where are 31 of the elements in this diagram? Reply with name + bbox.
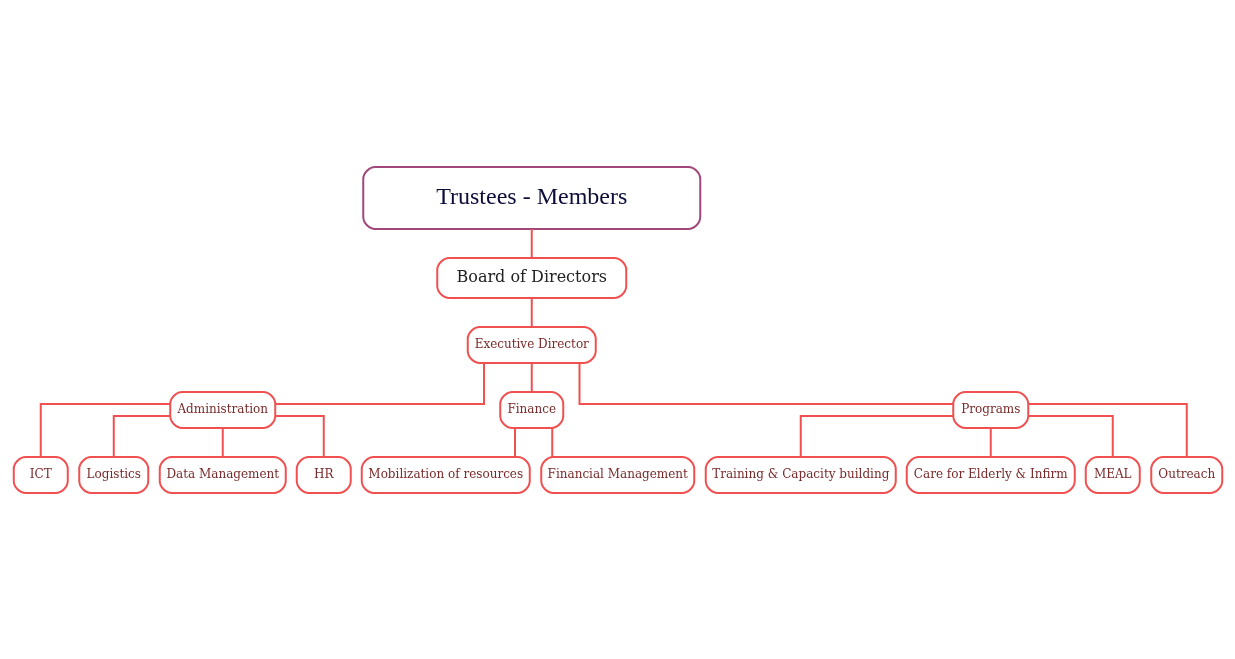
node-box: Finance	[498, 390, 564, 429]
node-box: Programs	[951, 390, 1029, 429]
connector	[1026, 414, 1114, 458]
node-box: Training & Capacity building	[704, 455, 897, 494]
connector	[530, 361, 533, 393]
connector	[273, 414, 325, 458]
connector	[1027, 402, 1188, 458]
connector	[799, 414, 954, 458]
node-box: ICT	[12, 455, 69, 494]
node-box: Data Management	[158, 455, 287, 494]
node-box: Financial Management	[539, 455, 695, 494]
connector	[221, 426, 224, 458]
node-box: Administration	[168, 390, 276, 429]
node-box: MEAL	[1084, 455, 1141, 494]
connector	[513, 426, 516, 458]
node-box: HR	[295, 455, 352, 494]
connector	[112, 414, 171, 458]
node-box: Logistics	[77, 455, 149, 494]
connector	[530, 227, 533, 259]
node-box: Executive Director	[466, 325, 597, 364]
connector	[530, 296, 533, 328]
connector	[550, 426, 553, 458]
connector	[273, 361, 485, 405]
node-box: Board of Directors	[435, 256, 627, 299]
connector	[39, 402, 171, 458]
connector	[578, 361, 954, 405]
node-box: Care for Elderly & Infirm	[905, 455, 1076, 494]
node-box: Mobilization of resources	[360, 455, 531, 494]
connector	[989, 426, 992, 458]
node-box: Trustees - Members	[361, 165, 701, 230]
node-box: Outreach	[1149, 455, 1223, 494]
